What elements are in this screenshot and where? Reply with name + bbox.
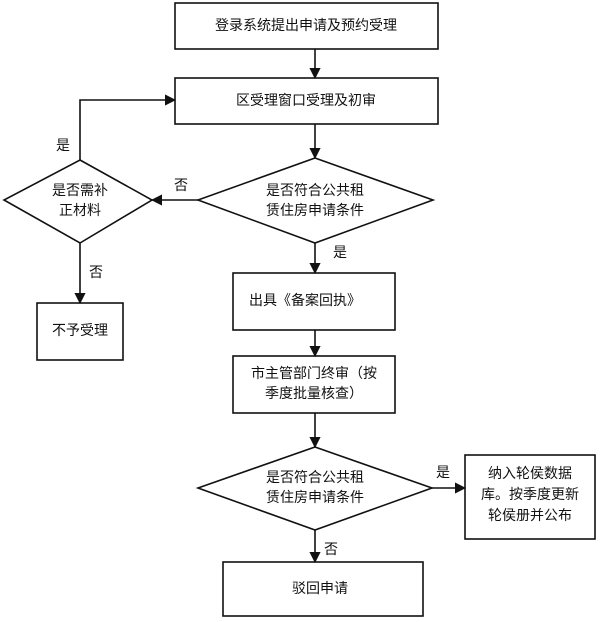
arrow-supplement-back-to-district xyxy=(79,94,177,160)
check1-label-line-2: 赁住房申请条件 xyxy=(266,203,364,219)
check1-label: 是否符合公共租 赁住房申请条件 xyxy=(266,181,364,221)
city-review-label-line-2: 季度批量核查） xyxy=(265,386,363,402)
edge-label-check1-yes: 是 xyxy=(333,245,347,261)
waitlist-label: 纳入轮侯数据 库。按季度更新 轮侯册并公布 xyxy=(481,464,579,527)
edge-label-check2-yes: 是 xyxy=(436,465,450,481)
edge-label-supplement-yes: 是 xyxy=(56,138,70,154)
submit-box xyxy=(174,2,439,50)
check2-label: 是否符合公共租 赁住房申请条件 xyxy=(266,468,364,508)
waitlist-label-line-3: 轮侯册并公布 xyxy=(488,508,572,524)
need-supplement-label: 是否需补 正材料 xyxy=(52,181,108,221)
waitlist-box xyxy=(464,454,596,540)
rejected-final-label: 驳回申请 xyxy=(292,581,348,597)
reject-label: 不予受理 xyxy=(52,323,108,339)
need-supplement-label-line-2: 正材料 xyxy=(59,203,101,219)
waitlist-label-line-1: 纳入轮侯数据 xyxy=(488,466,572,482)
waitlist-label-line-2: 库。按季度更新 xyxy=(481,487,579,503)
edge-label-supplement-no: 否 xyxy=(89,265,103,281)
edge-label-check2-no: 否 xyxy=(324,542,338,558)
check1-label-line-1: 是否符合公共租 xyxy=(266,183,364,199)
submit-label: 登录系统提出申请及预约受理 xyxy=(215,18,397,34)
city-review-label: 市主管部门终审（按 季度批量核查） xyxy=(251,364,377,404)
city-review-label-line-1: 市主管部门终审（按 xyxy=(251,366,377,382)
edge-label-check1-no: 否 xyxy=(174,178,188,194)
receipt-label: 出具《备案回执》 xyxy=(249,293,361,309)
check2-label-line-2: 赁住房申请条件 xyxy=(266,490,364,506)
need-supplement-label-line-1: 是否需补 xyxy=(52,183,108,199)
check2-label-line-1: 是否符合公共租 xyxy=(266,470,364,486)
district-review-label: 区受理窗口受理及初审 xyxy=(236,93,376,109)
rejected-final-box xyxy=(222,561,424,617)
